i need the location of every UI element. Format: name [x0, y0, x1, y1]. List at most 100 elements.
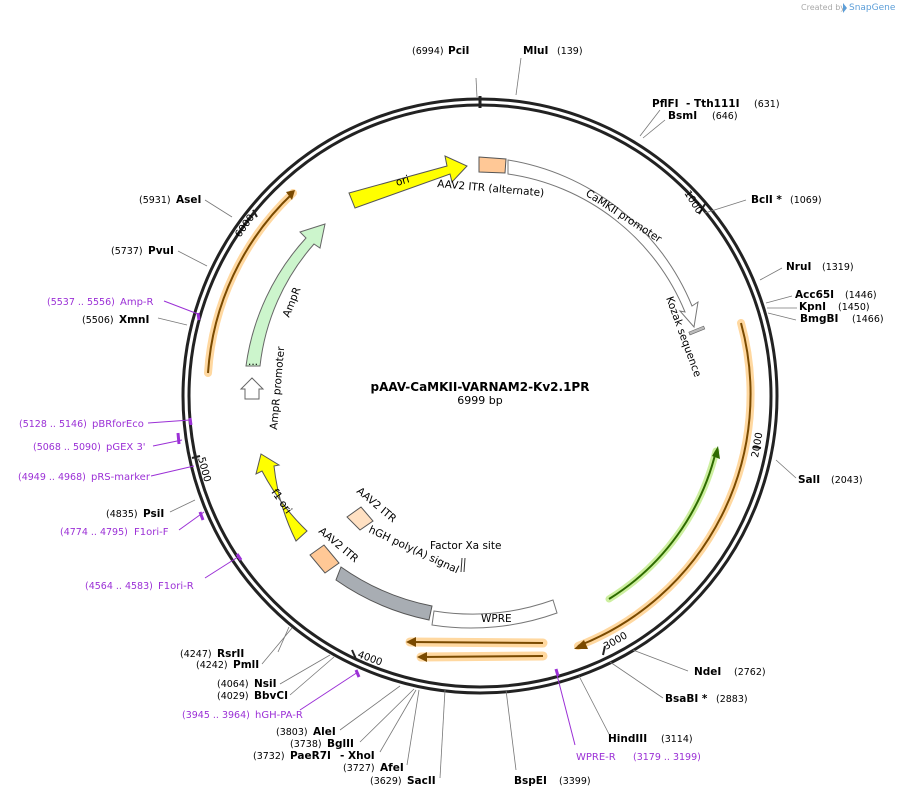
primer-pos: (3179 .. 3199)	[633, 752, 701, 763]
site-pos: (4835)	[106, 509, 138, 520]
site-pos: (4242)	[196, 660, 228, 671]
site-bcli[interactable]: BclI * (1069)	[751, 194, 822, 206]
site-rsrii[interactable]: (4247) RsrII	[180, 648, 244, 660]
primer-name: pBRforEco	[92, 419, 144, 430]
primer-pgex-3[interactable]: (5068 .. 5090) pGEX 3'	[33, 442, 146, 453]
site-kpni[interactable]: KpnI (1450)	[799, 301, 870, 313]
site-bsabi[interactable]: BsaBI * (2883)	[665, 693, 748, 705]
site-name: PmlI	[233, 659, 259, 671]
site-psii[interactable]: (4835) PsiI	[106, 508, 164, 520]
primer-name: F1ori-R	[158, 581, 194, 592]
site-pos: (1069)	[790, 195, 822, 206]
primer-amp-r[interactable]: (5537 .. 5556) Amp-R	[47, 297, 154, 308]
primer-name: Amp-R	[120, 297, 154, 308]
tick-2000[interactable]: 2000	[750, 432, 765, 459]
orf-green-arc[interactable]	[605, 446, 720, 603]
site-pos: (646)	[712, 111, 738, 122]
site-name: AleI	[313, 726, 336, 738]
tick-1000[interactable]: 1000	[681, 189, 706, 216]
site-pos: (1446)	[845, 290, 877, 301]
site-name: - XhoI	[340, 750, 375, 762]
primer-name: pRS-marker	[91, 472, 151, 483]
site-name: HindIII	[608, 733, 647, 745]
site-asei[interactable]: (5931) AseI	[139, 194, 201, 206]
site-name: SacII	[407, 775, 436, 787]
site-acc65i[interactable]: Acc65I (1446)	[795, 289, 877, 301]
feature-wpre[interactable]: WPRE	[431, 599, 558, 629]
site-sali[interactable]: SalI (2043)	[798, 474, 863, 486]
primer-pos: (5128 .. 5146)	[19, 419, 87, 430]
site-nrui[interactable]: NruI (1319)	[786, 261, 854, 273]
site-alei[interactable]: (3803) AleI	[276, 726, 336, 738]
site-pos: (5931)	[139, 195, 171, 206]
orf-bottom-arc-2[interactable]	[416, 651, 548, 662]
feature-ampr[interactable]: AmpR ...	[245, 223, 326, 368]
site-nsii[interactable]: (4064) NsiI	[217, 678, 277, 690]
primer-f1ori-r[interactable]: (4564 .. 4583) F1ori-R	[85, 581, 194, 592]
site-name: BmgBI	[800, 313, 838, 325]
site-pos: (3738)	[290, 739, 322, 750]
snapgene-brand-text: SnapGene	[849, 3, 896, 13]
site-bmgbi[interactable]: BmgBI (1466)	[800, 313, 884, 325]
site-pcii[interactable]: (6994) PciI	[412, 45, 469, 57]
primer-f1ori-f[interactable]: (4774 .. 4795) F1ori-F	[60, 527, 169, 538]
site-pos: (631)	[754, 99, 780, 110]
tick-label: 2000	[750, 432, 765, 459]
site-pos: (4029)	[217, 691, 249, 702]
feature-hgh-polya-signal[interactable]: hGH poly(A) signal	[335, 524, 461, 621]
site-name: NdeI	[694, 666, 721, 678]
feature-factor-xa-site[interactable]: Factor Xa site	[430, 540, 501, 573]
site-mlui[interactable]: MluI (139)	[523, 45, 583, 57]
site-pmli[interactable]: (4242) PmlI	[196, 659, 259, 671]
site-bglii[interactable]: (3738) BglII	[290, 738, 354, 750]
primer-pbrforeco[interactable]: (5128 .. 5146) pBRforEco	[19, 419, 144, 430]
site-pflfi-tth111i[interactable]: PflFI - Tth111I (631)	[652, 98, 780, 110]
orf-bottom-arc-1[interactable]	[405, 637, 548, 648]
site-name: PflFI	[652, 98, 679, 110]
site-hindiii[interactable]: HindIII (3114)	[608, 733, 693, 745]
feature-f1-ori[interactable]: f1 ori	[255, 453, 308, 542]
site-name: PciI	[448, 45, 469, 57]
orf-right-arc[interactable]	[574, 319, 755, 650]
site-pos: (2043)	[831, 475, 863, 486]
site-pos: (2762)	[734, 667, 766, 678]
site-paer7i-xhoi[interactable]: (3732) PaeR7I - XhoI	[253, 750, 375, 762]
site-pos: (4247)	[180, 649, 212, 660]
site-name: BclI *	[751, 194, 782, 206]
orf-left-arc[interactable]	[204, 189, 297, 377]
primer-pos: (4564 .. 4583)	[85, 581, 153, 592]
site-leaders	[157, 57, 797, 779]
primer-name: F1ori-F	[134, 527, 169, 538]
site-name: SalI	[798, 474, 820, 486]
site-pos: (5506)	[82, 315, 114, 326]
site-name: NruI	[786, 261, 811, 273]
site-xmni[interactable]: (5506) XmnI	[82, 314, 149, 326]
site-pos: (3629)	[370, 776, 402, 787]
site-pos: (2883)	[716, 694, 748, 705]
site-name: BsmI	[668, 110, 697, 122]
site-name: NsiI	[254, 678, 277, 690]
primer-name: hGH-PA-R	[255, 710, 303, 721]
feature-aav2-itr-2[interactable]: AAV2 ITR	[309, 525, 361, 574]
site-name: Acc65I	[795, 289, 834, 301]
tick-label: 1000	[681, 189, 704, 216]
feature-ori[interactable]: ori	[348, 155, 468, 209]
site-afei[interactable]: (3727) AfeI	[343, 762, 404, 774]
site-bspei[interactable]: BspEI (3399)	[514, 775, 591, 787]
site-bbvci[interactable]: (4029) BbvCI	[217, 690, 288, 702]
primer-hgh-pa-r[interactable]: (3945 .. 3964) hGH-PA-R	[182, 710, 303, 721]
site-name: BspEI	[514, 775, 547, 787]
site-name: PsiI	[143, 508, 164, 520]
primer-wpre-r[interactable]: WPRE-R (3179 .. 3199)	[576, 752, 701, 763]
site-name: AfeI	[380, 762, 404, 774]
site-ndei[interactable]: NdeI (2762)	[694, 666, 766, 678]
site-pvui[interactable]: (5737) PvuI	[111, 245, 174, 257]
feature-label-aav2-itr-alternate: AAV2 ITR (alternate)	[437, 178, 545, 199]
site-bsmi[interactable]: BsmI (646)	[668, 110, 738, 122]
feature-label-f1-ori: f1 ori	[269, 487, 295, 516]
site-sacii[interactable]: (3629) SacII	[370, 775, 436, 787]
site-pos: (4064)	[217, 679, 249, 690]
primer-prs-marker[interactable]: (4949 .. 4968) pRS-marker	[18, 472, 151, 483]
site-pos: (3803)	[276, 727, 308, 738]
site-name: PvuI	[148, 245, 174, 257]
